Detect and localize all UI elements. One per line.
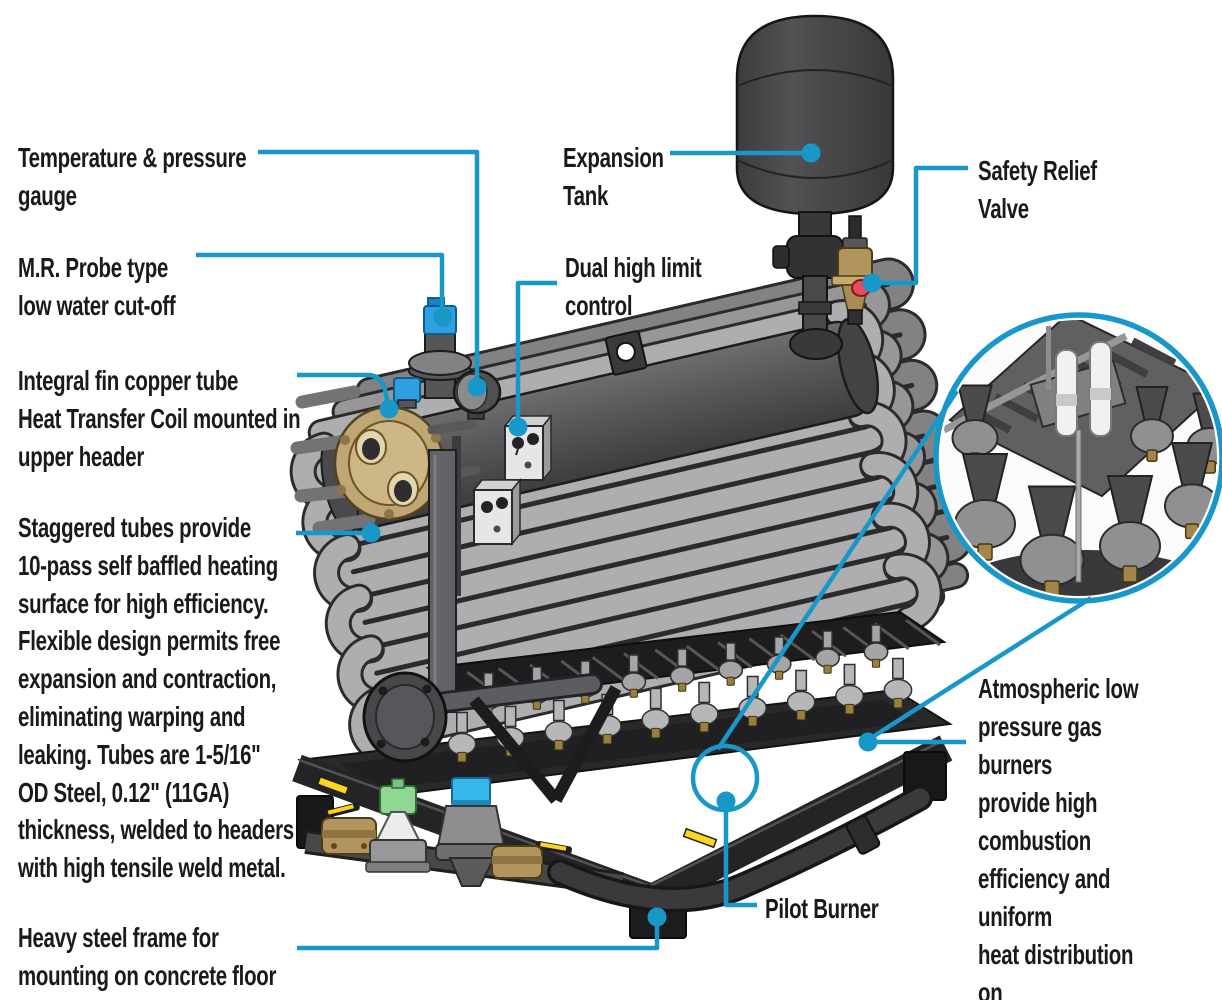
pilot-electrodes: [1046, 326, 1112, 583]
callout-line-mr-probe: [196, 252, 445, 314]
callout-label-dual-high-limit-control: Dual high limit control: [565, 252, 702, 321]
callout-line-heavy-frame: [297, 921, 660, 951]
gas-train: [304, 777, 933, 913]
callout-label-staggered-tubes: Staggered tubes provide 10-pass self baf…: [18, 512, 294, 884]
callout-label-integral-fin-coil: Integral fin copper tube Heat Transfer C…: [18, 365, 301, 472]
callout-line-dual-high-limit: [515, 280, 557, 423]
inset-link-line-1: [716, 389, 959, 751]
gas-pressure-regulator: [365, 778, 431, 873]
lifting-lug: [604, 330, 648, 376]
callout-label-safety-relief-valve: Safety Relief Valve: [978, 155, 1097, 224]
inset-link-line-2: [872, 596, 1093, 738]
callout-label-mr-probe-low-water-cutoff: M.R. Probe type low water cut-off: [18, 252, 176, 321]
upper-header-drum: [320, 317, 879, 534]
callout-lines: [196, 149, 1093, 951]
callout-label-pilot-burner: Pilot Burner: [765, 893, 879, 924]
callout-line-pilot: [723, 806, 757, 908]
expansion-tank-shape: [735, 14, 895, 216]
warning-sticker: [316, 775, 350, 796]
burner-detail-inset: [933, 312, 1222, 604]
callout-label-temperature-pressure-gauge: Temperature & pressure gauge: [18, 142, 247, 211]
callout-label-expansion-tank: Expansion Tank: [563, 142, 664, 211]
downcomer-and-lower-header: [362, 449, 603, 763]
callout-line-temp-gauge: [258, 149, 480, 384]
gas-ball-valve: [321, 802, 377, 855]
callout-line-safety-relief: [877, 165, 968, 286]
warning-sticker: [682, 827, 718, 849]
riser-and-flange: [408, 325, 472, 399]
brass-upper-header: [333, 405, 481, 521]
secondary-probe: [393, 377, 421, 409]
callout-label-atmospheric-burners: Atmospheric low pressure gas burners pro…: [978, 673, 1139, 1000]
callout-label-heavy-steel-frame: Heavy steel frame for mounting on concre…: [18, 922, 277, 991]
expansion-tank-assembly: [735, 14, 895, 360]
a-frame-support: [469, 685, 622, 804]
gas-ball-valve-2: [491, 841, 572, 879]
callout-line-integral-fin: [297, 372, 391, 405]
callout-dots: [361, 143, 882, 927]
